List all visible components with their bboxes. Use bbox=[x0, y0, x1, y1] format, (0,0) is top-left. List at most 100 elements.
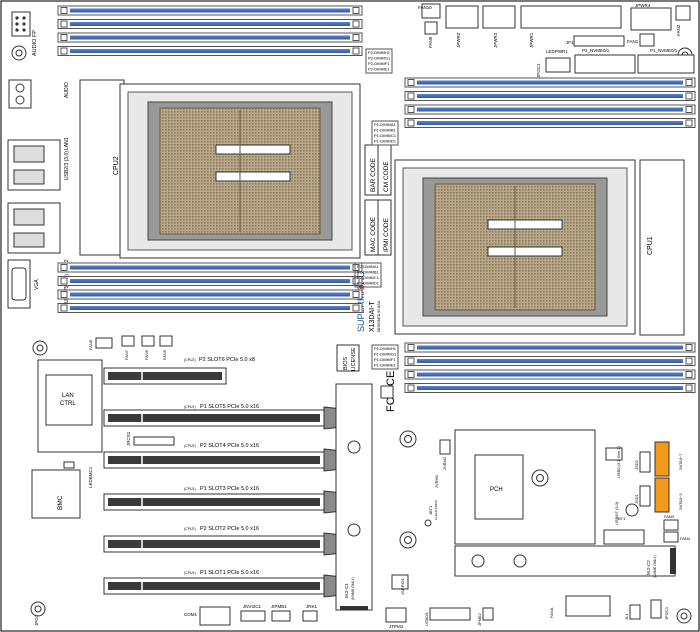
dimm-slot bbox=[404, 104, 696, 115]
top-headers: FAN10 FAN9 JPWR2 JPWR3 JPWR1 JPWR4 FAN2 … bbox=[418, 3, 695, 78]
lan1-usb23-port: LAN1 USB2/3 (3.0) bbox=[7, 137, 70, 191]
svg-text:CE: CE bbox=[385, 371, 397, 386]
code-labels: BAR CODE CM CODE MAC CODE IPMI CODE bbox=[364, 144, 392, 256]
vga-port: VGA bbox=[7, 259, 40, 309]
dimm-slot bbox=[57, 46, 363, 56]
dimm-slot bbox=[404, 91, 696, 101]
mac-code-label: MAC CODE bbox=[370, 216, 377, 252]
dimm-label: P2-DIMMH1 bbox=[368, 50, 391, 55]
fan4-label: FAN4 bbox=[680, 536, 691, 541]
lan2-usb45-port: LAN2 USB4/5 (3.0) bbox=[7, 202, 70, 303]
pcie-slot3-label: P1 SLOT3 PCIe 5.0 x16 bbox=[200, 486, 259, 492]
bios-license: BIOS LICENSE bbox=[336, 344, 360, 372]
jrk1-label: JRK1 bbox=[306, 604, 318, 609]
jpwr1-label: JPWR1 bbox=[529, 32, 534, 48]
pcie-slot bbox=[103, 367, 227, 385]
jpgc1-label: JPGC1 bbox=[536, 63, 541, 78]
bottom-headers: JPG1 COM1 JNVI2C1 JIPMB1 JRK1 JTPM1 USB0… bbox=[30, 574, 669, 629]
com1-label: COM1 bbox=[184, 612, 197, 617]
sata0-3-label: SATA0~3 bbox=[678, 493, 683, 510]
fan2-label: FAN2 bbox=[676, 24, 681, 36]
dimm-slot bbox=[404, 356, 696, 366]
fan6-label: FAN6 bbox=[144, 349, 149, 360]
pcie-slot bbox=[103, 532, 343, 556]
pcie-slot3-cpu-tag: (CPU1) bbox=[184, 487, 196, 491]
p1-nvme01-label: P1_NVME0/1 bbox=[650, 48, 678, 53]
jpg1-label: JPG1 bbox=[34, 614, 39, 626]
pcie-slot2-label: P2 SLOT2 PCIe 5.0 x16 bbox=[200, 526, 259, 532]
dimm-slot bbox=[57, 32, 363, 43]
pcie-slot2-cpu-tag: (CPU2) bbox=[184, 527, 196, 531]
cpu2-socket: CPU2 bbox=[79, 79, 361, 259]
dimm-label: P2-DIMME1 bbox=[368, 67, 391, 72]
dimm-slot bbox=[404, 118, 696, 128]
usb67-label: USB6/7 (3.0) bbox=[614, 501, 619, 525]
dimm-label: P1-DIMMA1 bbox=[374, 122, 397, 127]
fan9-label: FAN9 bbox=[428, 36, 433, 48]
jsd2-label: JSD2 bbox=[634, 459, 639, 470]
fan5-label: FAN5 bbox=[162, 349, 167, 360]
jvrm1-label: JVRM1 bbox=[434, 474, 439, 488]
cm-code-label: CM CODE bbox=[383, 161, 390, 192]
jpme2-label: JPME2 bbox=[477, 612, 482, 626]
fan1-label: FAN1 bbox=[627, 39, 639, 44]
m2-c2-slot: M.2-C2 (NVME ONLY) bbox=[454, 545, 676, 578]
jtpm1-label: JTPM1 bbox=[389, 624, 404, 629]
brand-logo: SUPERMICRO bbox=[356, 271, 366, 332]
pcie-slot6-cpu-tag: (CPU2) bbox=[184, 358, 196, 362]
dimm-label: P1-DIMMH1 bbox=[374, 346, 397, 351]
ledpwr1-label: LEDPWR1 bbox=[546, 49, 568, 54]
jnvi2c1-label: JNVI2C1 bbox=[243, 604, 262, 609]
m2c2-label: M.2-C2 bbox=[646, 560, 651, 575]
fan10-label: FAN10 bbox=[418, 5, 432, 10]
dimm-slot bbox=[57, 289, 363, 300]
pcie-slot bbox=[103, 490, 343, 514]
usb01-label: USB0/1 bbox=[424, 611, 429, 626]
mount-hole-ml bbox=[32, 340, 48, 356]
pcie-slot1-label: P1 SLOT1 PCIe 5.0 x16 bbox=[200, 570, 259, 576]
fan8-label: FAN8 bbox=[88, 339, 93, 350]
certification-marks: CE FC bbox=[380, 371, 397, 412]
jpi2c1-label: JPI2C1 bbox=[664, 606, 669, 620]
fan-headers-mid: FAN8 FAN7 FAN6 FAN5 bbox=[88, 335, 173, 360]
pch-label: PCH bbox=[490, 487, 503, 493]
jbt1-note: CLEAR CMOS bbox=[434, 500, 438, 520]
svg-text:LAN: LAN bbox=[62, 393, 74, 399]
dimm-slot bbox=[57, 19, 363, 29]
dimm-slot bbox=[57, 303, 363, 313]
lan1-label: LAN1 bbox=[64, 137, 70, 150]
dimm-label: P2-DIMMF1 bbox=[368, 61, 390, 66]
dimm-label: P1-DIMME1 bbox=[374, 363, 397, 368]
cpu2-label: CPU2 bbox=[113, 156, 120, 175]
dimm-label: P2-DIMMG1 bbox=[368, 56, 391, 61]
fana-label: FANA bbox=[549, 607, 554, 618]
m2c2-note: (NVME ONLY) bbox=[653, 555, 657, 578]
designed-in-label: DESIGNED IN USA bbox=[377, 300, 381, 332]
bt1-label: BT1 bbox=[618, 516, 626, 521]
jipmb1-label: JIPMB1 bbox=[271, 604, 287, 609]
model-label: X13DAI-T bbox=[369, 301, 376, 332]
m2-c1-slot: M.2-C1 (NVME ONLY) bbox=[335, 383, 373, 611]
audio-fp-label: AUDIO FP bbox=[32, 30, 38, 56]
jvrm2-label: JVRM2 bbox=[442, 456, 447, 470]
dimm-label: P1-DIMMD1 bbox=[374, 139, 397, 144]
usb23-label: USB2/3 (3.0) bbox=[64, 151, 70, 180]
jpwr4-label: JPWR4 bbox=[635, 3, 651, 8]
dimm-label: P2-DIMMC1 bbox=[357, 275, 380, 280]
lan-ctrl-chip: LAN CTRL bbox=[37, 359, 103, 453]
mount-hole-tl bbox=[11, 45, 27, 61]
jpwr3-label: JPWR3 bbox=[493, 32, 498, 48]
svg-text:LICENSE: LICENSE bbox=[351, 347, 357, 371]
audio-fp-header: AUDIO FP bbox=[11, 11, 38, 56]
pcie-slot bbox=[103, 574, 343, 598]
bmc-chip: BMC LEDBMC1 bbox=[31, 461, 93, 519]
pcie-slot5-label: P1 SLOT5 PCIe 5.0 x16 bbox=[200, 404, 259, 410]
fan3-label: FAN3 bbox=[664, 514, 675, 519]
jsgpio1-label: JSGPIO1 bbox=[400, 577, 405, 595]
audio-label: AUDIO bbox=[64, 82, 70, 98]
vga-label: VGA bbox=[34, 279, 40, 290]
usb45-label: USB4/5 (3.0) bbox=[64, 274, 70, 303]
fan7-label: FAN7 bbox=[124, 349, 129, 360]
dimm-slot bbox=[57, 276, 363, 286]
